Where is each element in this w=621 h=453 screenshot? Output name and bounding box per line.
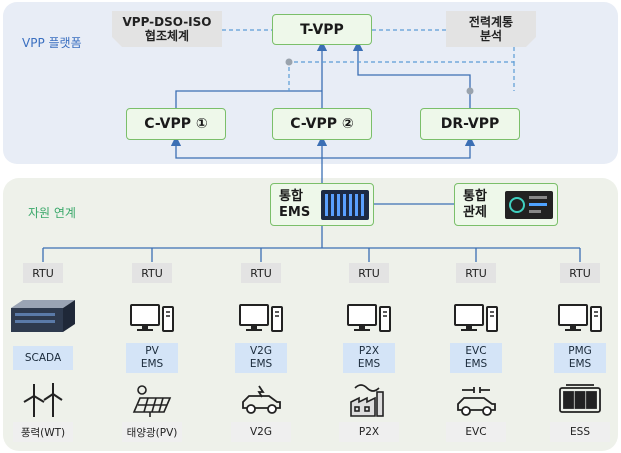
dso-coordination-tag: VPP-DSO-ISO 협조체계 [112, 11, 222, 47]
ems-system-line1: PV [145, 345, 159, 357]
control-label-line2: 관제 [463, 205, 487, 220]
cvpp1-box: C-VPP ① [126, 108, 226, 140]
grid-tag-line1: 전력계통 [468, 15, 514, 29]
tvpp-box: T-VPP [272, 14, 372, 45]
server-icon [11, 300, 75, 332]
rtu-label: RTU [23, 263, 63, 283]
ems-system-label: SCADA [13, 346, 73, 370]
monitor-dashboard-icon [505, 191, 553, 219]
integrated-control-box: 통합 관제 [454, 183, 558, 226]
grid-tag-line2: 분석 [479, 29, 503, 43]
computer-icon [239, 304, 283, 334]
ems-to-cvpp1-arrow [170, 135, 322, 159]
integrated-ems-box: 통합 EMS [270, 183, 374, 226]
platform-section-label: VPP 플랫폼 [22, 36, 82, 50]
factory-icon [347, 382, 391, 418]
resource-name-label: P2X [339, 422, 399, 442]
rtu-drop-lines [42, 248, 581, 262]
drvpp-box: DR-VPP [420, 108, 520, 140]
resource-name-label: 태양광(PV) [122, 422, 182, 442]
ems-system-line2: EMS [249, 358, 273, 370]
rtu-label: RTU [456, 263, 496, 283]
control-label-line1: 통합 [463, 189, 487, 204]
solar-panel-icon [130, 382, 174, 418]
computer-icon [347, 304, 391, 334]
computer-icon [454, 304, 498, 334]
cvpp2-box: C-VPP ② [272, 108, 372, 140]
dso-tag-line1: VPP-DSO-ISO [122, 15, 212, 29]
computer-icon [558, 304, 602, 334]
dso-tag-line2: 협조체계 [144, 29, 190, 43]
drvpp-to-tvpp-arrow [352, 40, 471, 108]
ems-label-line2: EMS [279, 205, 311, 220]
electric-car-icon [239, 382, 283, 418]
ems-system-line2: EMS [357, 358, 381, 370]
grid-analysis-tag: 전력계통 분석 [446, 11, 536, 47]
resource-name-label: ESS [550, 422, 610, 442]
wind-turbine-icon [21, 382, 65, 418]
ems-label-line1: 통합 [279, 189, 303, 204]
ems-system-line1: SCADA [24, 351, 62, 364]
resource-section-label: 자원 연계 [28, 206, 76, 220]
ems-system-line1: EVC [465, 345, 487, 357]
ems-system-line2: EMS [568, 358, 592, 370]
rtu-label: RTU [560, 263, 600, 283]
rtu-label: RTU [132, 263, 172, 283]
cvpp1-to-tvpp-line [175, 90, 322, 108]
ems-system-line1: V2G [250, 345, 272, 357]
battery-storage-icon [558, 382, 602, 418]
rtu-label: RTU [241, 263, 281, 283]
ems-system-line1: PMG [568, 345, 592, 357]
ems-system-line2: EMS [464, 358, 488, 370]
rtu-label: RTU [349, 263, 389, 283]
server-rack-icon [321, 190, 369, 220]
ems-to-drvpp-arrow [322, 135, 476, 159]
computer-icon [130, 304, 174, 334]
ems-system-line1: P2X [358, 345, 380, 357]
ev-charging-car-icon [454, 382, 498, 418]
resource-name-label: V2G [231, 422, 291, 442]
grid-to-cvpp-dashed-link [288, 47, 515, 91]
resource-name-label: 풍력(WT) [13, 422, 73, 442]
ems-system-line2: EMS [140, 358, 164, 370]
resource-name-label: EVC [446, 422, 506, 442]
